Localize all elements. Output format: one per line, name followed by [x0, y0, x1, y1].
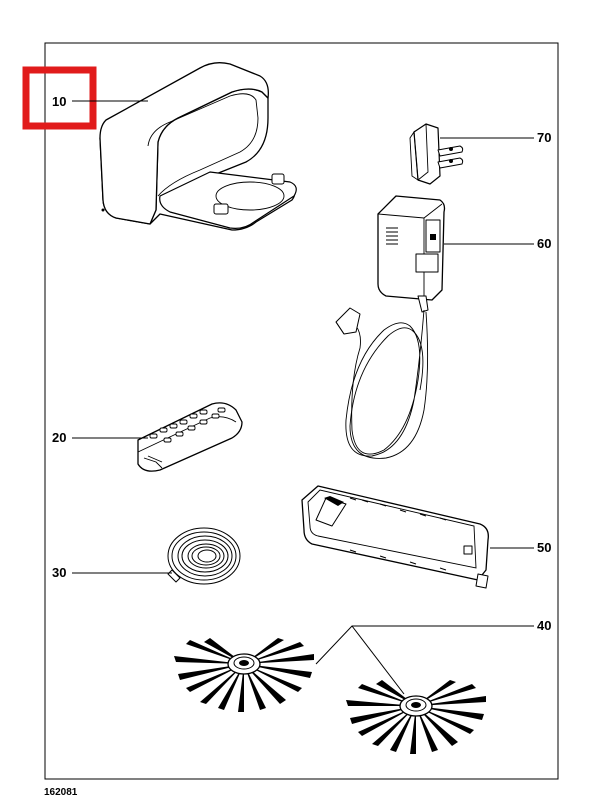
part-40-side-brush-lower: [346, 680, 486, 754]
part-70-plug-adapter: [409, 123, 464, 185]
part-50-filter-cover: [301, 485, 489, 589]
callout-30: 30: [52, 565, 66, 580]
leader-40-b: [351, 625, 405, 695]
callout-40: 40: [537, 618, 551, 633]
diagram-border: [44, 42, 559, 780]
part-10-charging-base: [99, 62, 297, 231]
leader-40-a: [315, 625, 534, 665]
part-20-remote-control: [137, 402, 243, 472]
highlight-box: [22, 66, 97, 130]
callout-20: 20: [52, 430, 66, 445]
document-number: 162081: [44, 787, 78, 798]
part-40-side-brush-upper: [174, 638, 314, 712]
callout-10: 10: [52, 94, 66, 109]
part-30-cable-coil: [167, 527, 241, 585]
callout-60: 60: [537, 236, 551, 251]
callout-70: 70: [537, 130, 551, 145]
part-60-power-adapter: [335, 195, 446, 459]
callout-50: 50: [537, 540, 551, 555]
